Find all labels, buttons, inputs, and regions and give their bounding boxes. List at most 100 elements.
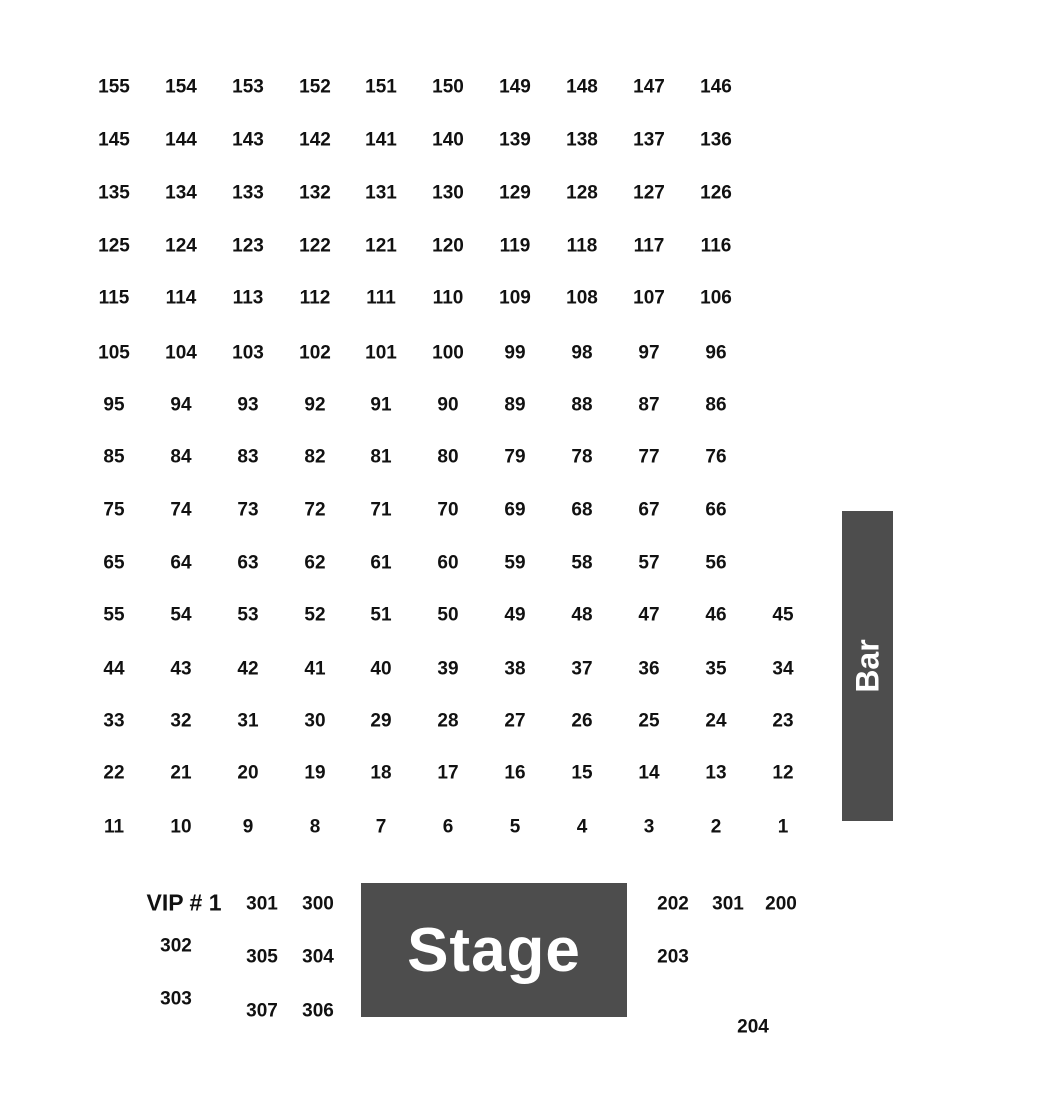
floor-seat[interactable]: 43 xyxy=(170,658,192,680)
floor-seat[interactable]: 33 xyxy=(103,710,125,732)
floor-seat[interactable]: 83 xyxy=(237,446,259,468)
floor-seat[interactable]: 73 xyxy=(237,499,259,521)
floor-seat[interactable]: 147 xyxy=(633,76,665,98)
floor-seat[interactable]: 1 xyxy=(777,816,789,838)
vip-table[interactable]: 307 xyxy=(246,1000,278,1022)
floor-seat[interactable]: 6 xyxy=(442,816,454,838)
floor-seat[interactable]: 140 xyxy=(432,129,464,151)
floor-seat[interactable]: 119 xyxy=(499,235,531,257)
floor-seat[interactable]: 105 xyxy=(98,342,130,364)
floor-seat[interactable]: 106 xyxy=(700,287,732,309)
floor-seat[interactable]: 136 xyxy=(700,129,732,151)
floor-seat[interactable]: 141 xyxy=(365,129,397,151)
floor-seat[interactable]: 20 xyxy=(237,762,259,784)
floor-seat[interactable]: 121 xyxy=(365,235,397,257)
floor-seat[interactable]: 123 xyxy=(232,235,264,257)
floor-seat[interactable]: 118 xyxy=(566,235,598,257)
vip-table[interactable]: 306 xyxy=(302,1000,334,1022)
floor-seat[interactable]: 111 xyxy=(366,287,396,309)
side-table[interactable]: 203 xyxy=(657,946,689,968)
floor-seat[interactable]: 85 xyxy=(103,446,125,468)
floor-seat[interactable]: 153 xyxy=(232,76,264,98)
floor-seat[interactable]: 145 xyxy=(98,129,130,151)
floor-seat[interactable]: 53 xyxy=(237,604,259,626)
floor-seat[interactable]: 39 xyxy=(437,658,459,680)
side-table[interactable]: 200 xyxy=(765,893,797,915)
floor-seat[interactable]: 114 xyxy=(165,287,197,309)
floor-seat[interactable]: 113 xyxy=(232,287,264,309)
floor-seat[interactable]: 45 xyxy=(772,604,794,626)
floor-seat[interactable]: 8 xyxy=(309,816,321,838)
floor-seat[interactable]: 10 xyxy=(170,816,192,838)
floor-seat[interactable]: 24 xyxy=(705,710,727,732)
floor-seat[interactable]: 109 xyxy=(499,287,531,309)
floor-seat[interactable]: 151 xyxy=(365,76,397,98)
floor-seat[interactable]: 116 xyxy=(700,235,732,257)
floor-seat[interactable]: 96 xyxy=(705,342,727,364)
floor-seat[interactable]: 44 xyxy=(103,658,125,680)
floor-seat[interactable]: 69 xyxy=(504,499,526,521)
floor-seat[interactable]: 108 xyxy=(566,287,598,309)
floor-seat[interactable]: 75 xyxy=(103,499,125,521)
floor-seat[interactable]: 9 xyxy=(242,816,254,838)
floor-seat[interactable]: 55 xyxy=(103,604,125,626)
floor-seat[interactable]: 149 xyxy=(499,76,531,98)
floor-seat[interactable]: 101 xyxy=(365,342,397,364)
floor-seat[interactable]: 137 xyxy=(633,129,665,151)
floor-seat[interactable]: 133 xyxy=(232,182,264,204)
floor-seat[interactable]: 78 xyxy=(571,446,593,468)
floor-seat[interactable]: 148 xyxy=(566,76,598,98)
floor-seat[interactable]: 60 xyxy=(437,552,459,574)
floor-seat[interactable]: 94 xyxy=(170,394,192,416)
floor-seat[interactable]: 34 xyxy=(772,658,794,680)
floor-seat[interactable]: 59 xyxy=(504,552,526,574)
floor-seat[interactable]: 90 xyxy=(437,394,459,416)
floor-seat[interactable]: 62 xyxy=(304,552,326,574)
floor-seat[interactable]: 93 xyxy=(237,394,259,416)
floor-seat[interactable]: 74 xyxy=(170,499,192,521)
floor-seat[interactable]: 150 xyxy=(432,76,464,98)
floor-seat[interactable]: 112 xyxy=(299,287,331,309)
floor-seat[interactable]: 135 xyxy=(98,182,130,204)
floor-seat[interactable]: 92 xyxy=(304,394,326,416)
floor-seat[interactable]: 23 xyxy=(772,710,794,732)
floor-seat[interactable]: 19 xyxy=(304,762,326,784)
floor-seat[interactable]: 110 xyxy=(432,287,464,309)
floor-seat[interactable]: 143 xyxy=(232,129,264,151)
floor-seat[interactable]: 81 xyxy=(370,446,392,468)
floor-seat[interactable]: 128 xyxy=(566,182,598,204)
vip-table[interactable]: 302 xyxy=(160,935,192,957)
floor-seat[interactable]: 35 xyxy=(705,658,727,680)
floor-seat[interactable]: 132 xyxy=(299,182,331,204)
floor-seat[interactable]: 68 xyxy=(571,499,593,521)
floor-seat[interactable]: 21 xyxy=(170,762,192,784)
floor-seat[interactable]: 50 xyxy=(437,604,459,626)
floor-seat[interactable]: 89 xyxy=(504,394,526,416)
side-table[interactable]: 301 xyxy=(712,893,744,915)
floor-seat[interactable]: 65 xyxy=(103,552,125,574)
floor-seat[interactable]: 26 xyxy=(571,710,593,732)
floor-seat[interactable]: 129 xyxy=(499,182,531,204)
floor-seat[interactable]: 58 xyxy=(571,552,593,574)
floor-seat[interactable]: 84 xyxy=(170,446,192,468)
floor-seat[interactable]: 72 xyxy=(304,499,326,521)
floor-seat[interactable]: 27 xyxy=(504,710,526,732)
floor-seat[interactable]: 99 xyxy=(504,342,526,364)
floor-seat[interactable]: 134 xyxy=(165,182,197,204)
floor-seat[interactable]: 7 xyxy=(375,816,387,838)
floor-seat[interactable]: 126 xyxy=(700,182,732,204)
floor-seat[interactable]: 61 xyxy=(370,552,392,574)
vip-table[interactable]: 305 xyxy=(246,946,278,968)
floor-seat[interactable]: 125 xyxy=(98,235,130,257)
vip-table[interactable]: 303 xyxy=(160,988,192,1010)
floor-seat[interactable]: 47 xyxy=(638,604,660,626)
floor-seat[interactable]: 36 xyxy=(638,658,660,680)
floor-seat[interactable]: 30 xyxy=(304,710,326,732)
floor-seat[interactable]: 49 xyxy=(504,604,526,626)
floor-seat[interactable]: 64 xyxy=(170,552,192,574)
floor-seat[interactable]: 130 xyxy=(432,182,464,204)
floor-seat[interactable]: 29 xyxy=(370,710,392,732)
floor-seat[interactable]: 80 xyxy=(437,446,459,468)
floor-seat[interactable]: 12 xyxy=(772,762,794,784)
floor-seat[interactable]: 51 xyxy=(370,604,392,626)
